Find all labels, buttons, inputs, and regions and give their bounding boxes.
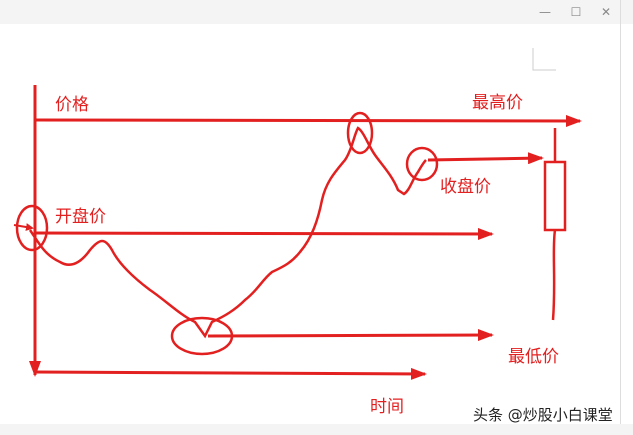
high-circle	[346, 111, 374, 155]
open-price-arrow	[34, 227, 494, 240]
time-axis-arrow	[34, 367, 427, 380]
low-price-arrow	[207, 329, 494, 342]
window-titlebar: — ☐ ✕	[0, 0, 633, 24]
low-circle	[170, 316, 234, 356]
close-price-arrow	[427, 152, 544, 165]
price-label: 价格	[55, 95, 89, 115]
time-label: 时间	[370, 397, 404, 417]
status-bar	[0, 424, 633, 435]
high-price-label: 最高价	[472, 93, 523, 113]
close-price-label: 收盘价	[440, 177, 491, 197]
price-curve	[28, 126, 427, 339]
maximize-button[interactable]: ☐	[570, 5, 582, 19]
window-border	[620, 0, 621, 435]
corner-mark	[532, 48, 556, 71]
close-circle	[405, 146, 439, 182]
close-button[interactable]: ✕	[600, 5, 612, 19]
lower-wick	[551, 229, 557, 321]
minimize-button[interactable]: —	[539, 5, 551, 19]
candle-body	[543, 160, 567, 232]
low-price-label: 最低价	[508, 347, 559, 367]
watermark: 头条 @炒股小白课堂	[473, 406, 613, 424]
high-price-arrow	[34, 114, 582, 127]
open-circle	[15, 204, 49, 252]
open-price-label: 开盘价	[55, 207, 106, 227]
